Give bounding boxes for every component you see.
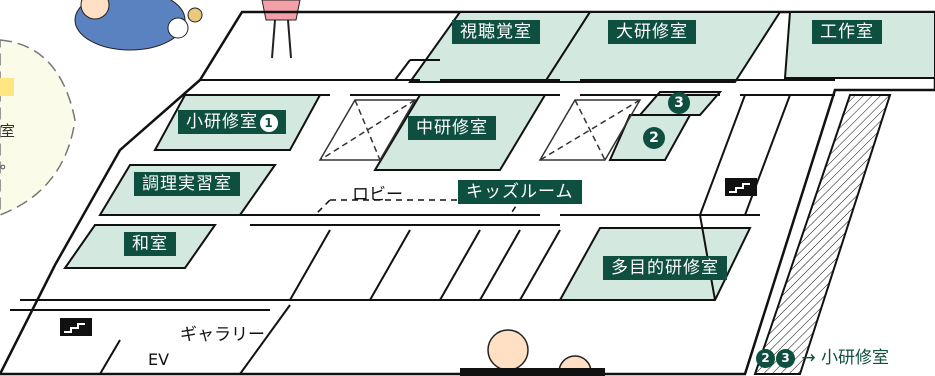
building-outline: [0, 10, 935, 376]
girl-character-illustration: [261, 0, 301, 59]
legend-number-3: 3: [776, 349, 795, 368]
legend-number-2: 2: [756, 349, 775, 368]
lobby-outline: [313, 199, 522, 216]
room-label-ev: EV: [148, 350, 170, 369]
room-label-dai-kenshu: 大研修室: [608, 20, 696, 44]
child-character-illustration: [74, 0, 203, 51]
atrium-right: [538, 99, 642, 161]
bubble-text-line2: 。: [0, 154, 16, 172]
elderly-characters-illustration: [460, 329, 605, 376]
room-number-1-badge: 1: [260, 114, 278, 132]
room-label-tamokuteki: 多目的研修室: [603, 256, 727, 280]
room-label-washitsu: 和室: [124, 232, 176, 256]
atrium-left: [318, 99, 417, 161]
stairs-icon-left: [60, 318, 92, 336]
stairs-icon: [725, 178, 757, 196]
hatched-stair-area: [753, 94, 892, 375]
room-label-kids: キッズルーム: [458, 180, 582, 204]
room-number-2-badge: 2: [643, 127, 665, 149]
room-dai-kenshu: [543, 11, 782, 83]
room-label-lobby: ロビー: [352, 185, 403, 205]
room-label-gallery: ギャラリー: [180, 325, 265, 345]
room-label-sho-kenshu-text: 小研修室: [186, 112, 258, 132]
bubble-text-line1: 室: [0, 122, 16, 140]
room-label-chouri: 調理実習室: [134, 172, 240, 196]
room-label-kousaku: 工作室: [812, 20, 882, 44]
bubble-yellow-mark: [0, 78, 14, 96]
speech-bubble: [0, 39, 76, 216]
room-label-chu-kenshu: 中研修室: [408, 116, 496, 140]
legend-text: → 小研修室: [801, 348, 890, 368]
room-label-shichoukaku: 視聴覚室: [452, 20, 540, 44]
room-number-3-badge: 3: [668, 92, 690, 114]
